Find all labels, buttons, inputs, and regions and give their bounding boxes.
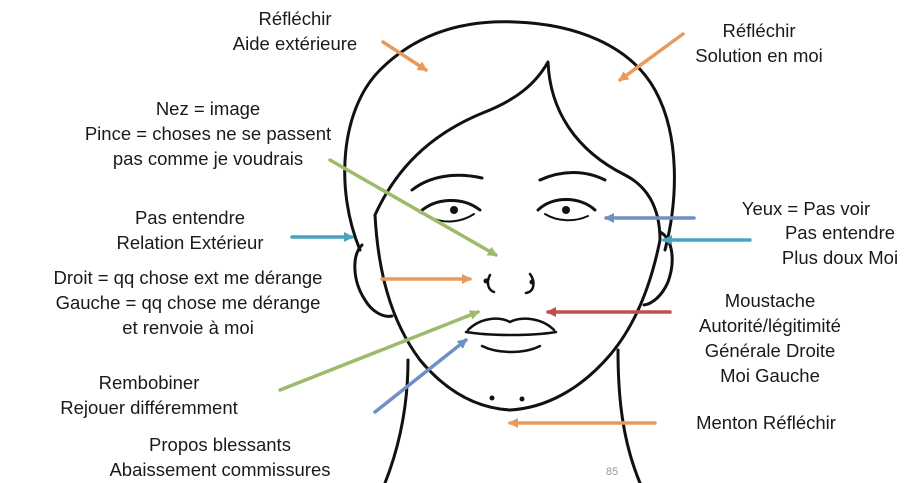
- chin-dot-left: [490, 396, 495, 401]
- label-line: Rejouer différemment: [20, 395, 278, 420]
- label-line: Pas entendre: [756, 220, 924, 245]
- left-eyebrow: [412, 175, 482, 190]
- label-chin: Menton Réfléchir: [660, 410, 872, 435]
- lower-lip: [482, 346, 540, 352]
- label-ear-left: Pas entendre Relation Extérieur: [95, 205, 285, 255]
- label-nostrils: Droit = qq chose ext me dérange Gauche =…: [0, 265, 376, 340]
- left-eye-top: [420, 200, 480, 212]
- hair-fringe: [375, 62, 660, 240]
- label-line: Moi Gauche: [660, 363, 880, 388]
- face-dots: [450, 206, 570, 402]
- label-line: et renvoie à moi: [0, 315, 376, 340]
- label-line: Nez = image: [58, 96, 358, 121]
- face-drawing: [345, 22, 675, 483]
- left-pupil: [450, 206, 458, 214]
- arrow-top-left: [383, 42, 426, 70]
- label-line: Pince = choses ne se passent: [58, 121, 358, 146]
- label-line: Propos blessants: [60, 432, 380, 457]
- upper-lip: [468, 319, 554, 330]
- right-pupil: [562, 206, 570, 214]
- label-line: Solution en moi: [668, 43, 850, 68]
- right-nostril: [530, 280, 535, 285]
- label-line: Droit = qq chose ext me dérange: [0, 265, 376, 290]
- label-rewind: Rembobiner Rejouer différemment: [20, 370, 278, 420]
- label-line: Abaissement commissures: [60, 457, 380, 482]
- label-nose: Nez = image Pince = choses ne se passent…: [58, 96, 358, 171]
- chin-dot-right: [520, 397, 525, 402]
- label-top-left: Réfléchir Aide extérieure: [210, 6, 380, 56]
- label-mouth-corners: Propos blessants Abaissement commissures: [60, 432, 380, 482]
- nose-left: [488, 275, 494, 292]
- neck-left: [385, 360, 408, 483]
- label-line: pas comme je voudrais: [58, 146, 358, 171]
- label-line: Relation Extérieur: [95, 230, 285, 255]
- label-line: Moustache: [660, 288, 880, 313]
- label-line: Rembobiner: [20, 370, 278, 395]
- label-eyes: Yeux = Pas voir: [696, 196, 916, 221]
- label-line: Plus doux Moi: [756, 245, 924, 270]
- label-line: Yeux = Pas voir: [696, 196, 916, 221]
- label-line: Réfléchir: [668, 18, 850, 43]
- label-line: Générale Droite: [660, 338, 880, 363]
- mouth-line: [466, 332, 556, 335]
- right-eyebrow: [540, 173, 605, 181]
- left-nostril: [484, 279, 489, 284]
- label-line: Menton Réfléchir: [660, 410, 872, 435]
- label-top-right: Réfléchir Solution en moi: [668, 18, 850, 68]
- label-mustache: Moustache Autorité/légitimité Générale D…: [660, 288, 880, 388]
- arrow-mouth-corners: [375, 340, 466, 412]
- label-line: Pas entendre: [95, 205, 285, 230]
- label-line: Autorité/légitimité: [660, 313, 880, 338]
- hair-outline: [345, 22, 675, 250]
- label-line: Gauche = qq chose me dérange: [0, 290, 376, 315]
- page-number: 85: [606, 466, 618, 478]
- label-ear-right: Pas entendre Plus doux Moi: [756, 220, 924, 270]
- neck-right: [618, 350, 640, 483]
- right-eye-bottom: [545, 214, 588, 220]
- label-line: Aide extérieure: [210, 31, 380, 56]
- label-line: Réfléchir: [210, 6, 380, 31]
